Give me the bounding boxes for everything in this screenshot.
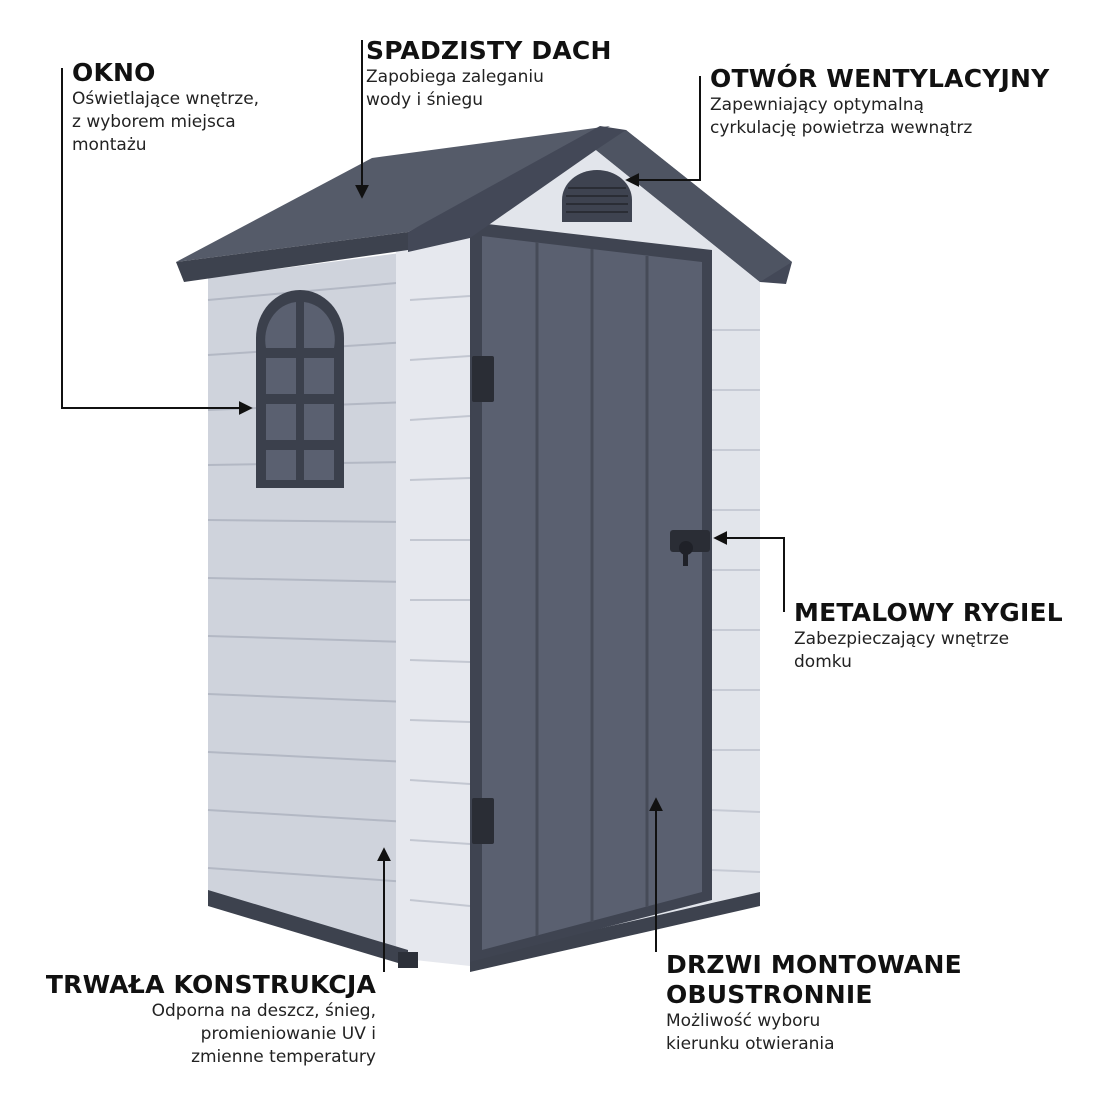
shed-base-trim: [208, 890, 408, 966]
callout-latch-title: METALOWY RYGIEL: [794, 598, 1063, 627]
callout-window-title: OKNO: [72, 58, 156, 87]
metal-latch: [670, 530, 710, 566]
shed-roof: [176, 126, 610, 262]
callout-roof-desc-2: wody i śniegu: [366, 90, 484, 110]
callout-window-desc-3: montażu: [72, 135, 147, 155]
callout-door-title-1: DRZWI MONTOWANE: [666, 950, 962, 979]
callout-vent: OTWÓR WENTYLACYJNY Zapewniający optymaln…: [710, 64, 1049, 140]
callout-construction-desc-1: Odporna na deszcz, śnieg,: [151, 1001, 376, 1021]
callout-vent-desc-2: cyrkulację powietrza wewnątrz: [710, 118, 973, 138]
callout-roof-desc-1: Zapobiega zaleganiu: [366, 67, 544, 87]
callout-construction-desc-2: promieniowanie UV i: [200, 1024, 376, 1044]
callout-vent-title: OTWÓR WENTYLACYJNY: [710, 64, 1050, 93]
callout-latch-desc-1: Zabezpieczający wnętrze: [794, 629, 1010, 649]
callout-door-desc-2: kierunku otwierania: [666, 1034, 835, 1054]
callout-window-desc-2: z wyborem miejsca: [72, 112, 236, 132]
callout-vent-desc-1: Zapewniający optymalną: [710, 95, 924, 115]
shed-window: [256, 290, 344, 488]
ventilation-vent: [562, 170, 632, 222]
callout-latch: METALOWY RYGIEL Zabezpieczający wnętrze …: [794, 598, 1063, 674]
callout-construction: TRWAŁA KONSTRUKCJA Odporna na deszcz, śn…: [46, 970, 376, 1069]
callout-construction-desc-3: zmienne temperatury: [191, 1047, 376, 1067]
callout-door: DRZWI MONTOWANE OBUSTRONNIE Możliwość wy…: [666, 950, 962, 1056]
door-hinges: [472, 356, 494, 844]
callout-roof: SPADZISTY DACH Zapobiega zaleganiu wody …: [366, 36, 612, 112]
annotation-lines: [61, 40, 785, 972]
callout-door-desc-1: Możliwość wyboru: [666, 1011, 821, 1031]
shed-corner-post: [396, 238, 470, 966]
callout-roof-title: SPADZISTY DACH: [366, 36, 612, 65]
callout-latch-desc-2: domku: [794, 652, 852, 672]
callout-window-desc-1: Oświetlające wnętrze,: [72, 89, 260, 109]
callout-door-title-2: OBUSTRONNIE: [666, 980, 873, 1009]
callout-construction-title: TRWAŁA KONSTRUKCJA: [45, 970, 376, 999]
callout-window: OKNO Oświetlające wnętrze, z wyborem mie…: [72, 58, 259, 157]
